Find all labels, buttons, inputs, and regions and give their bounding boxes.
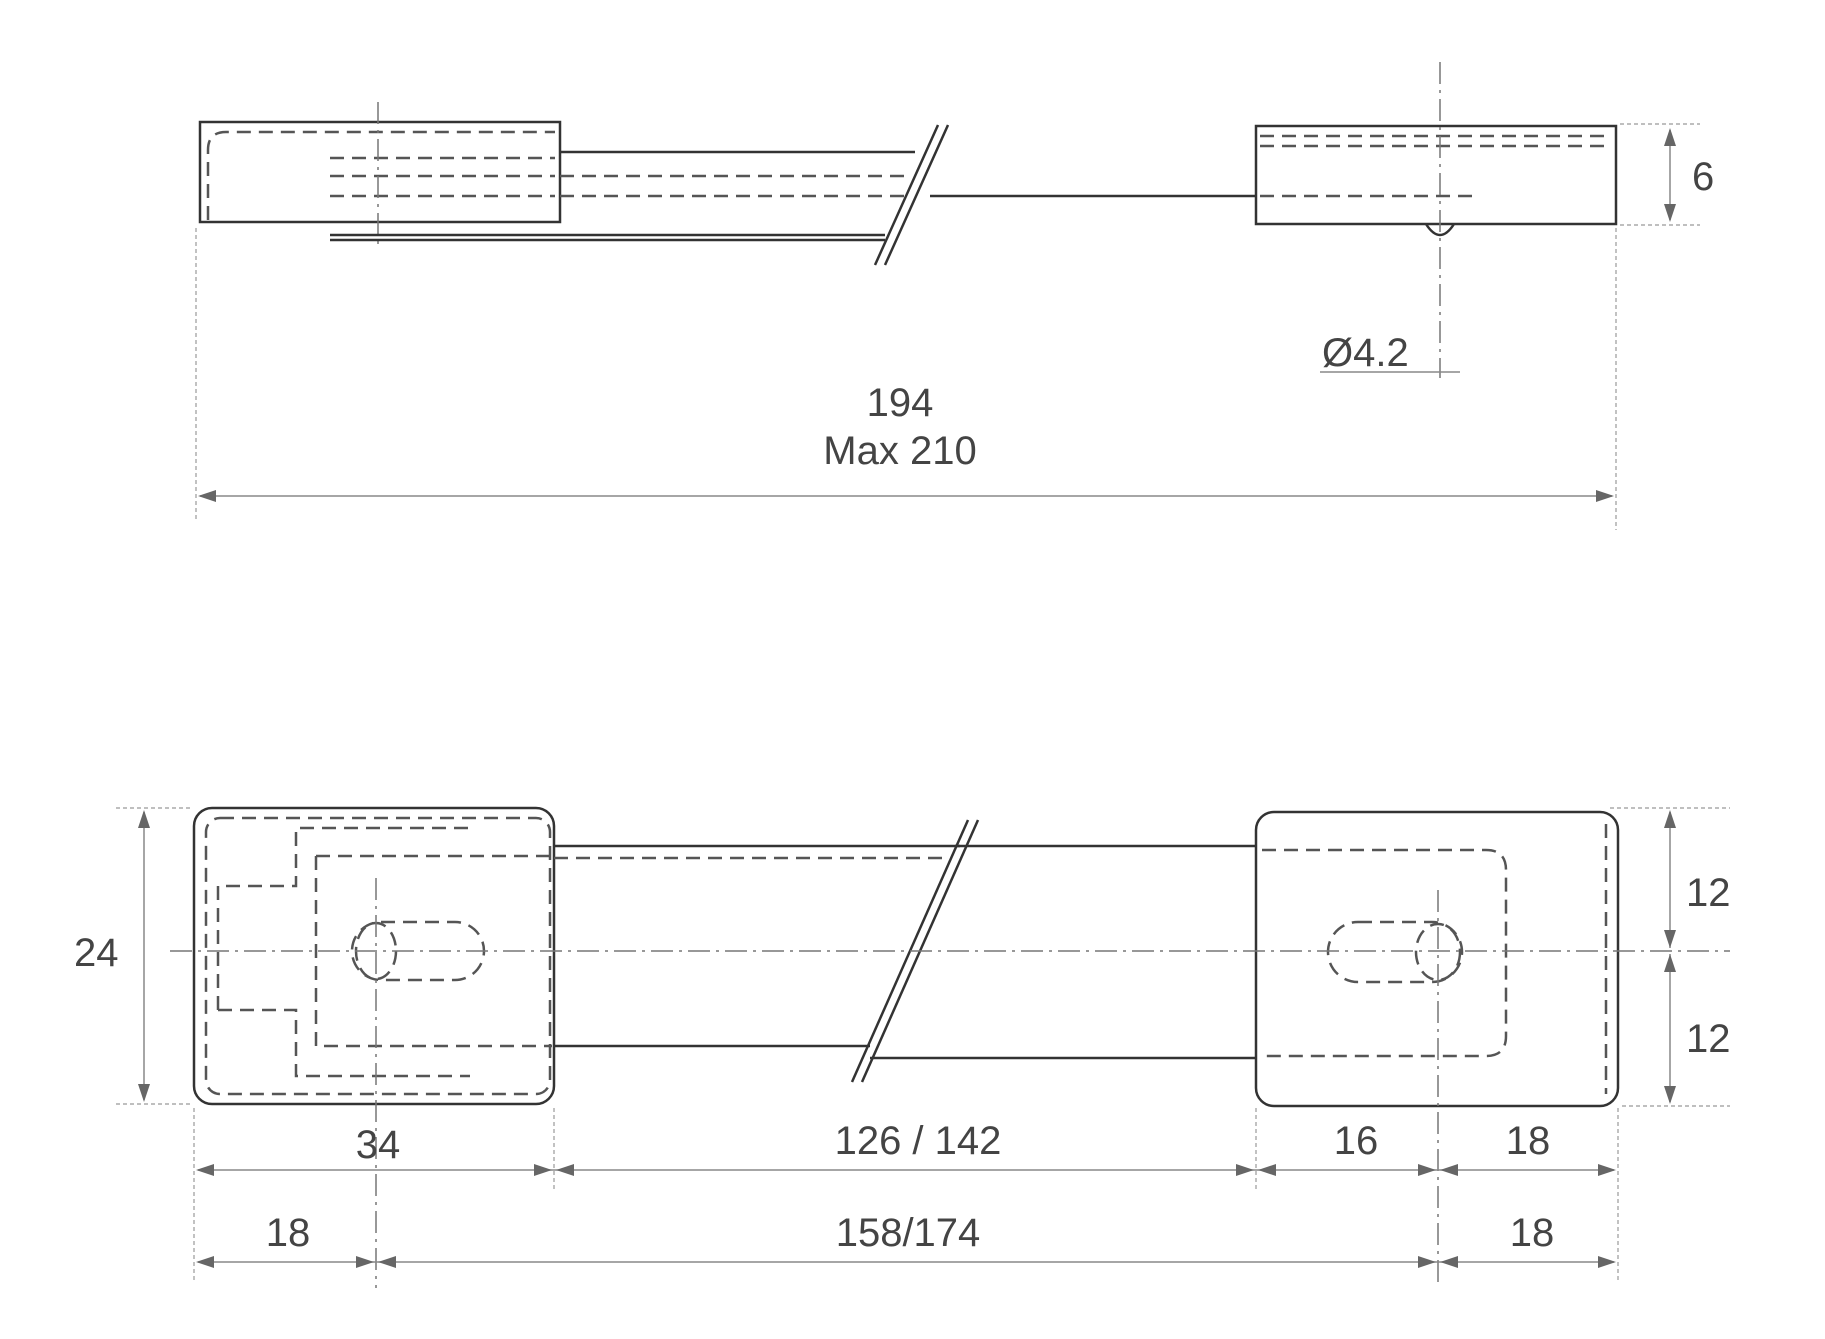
bottom-right-hole bbox=[1414, 922, 1462, 982]
top-overall-arrow-right bbox=[1596, 490, 1614, 502]
bottom-width-arrow-up bbox=[138, 810, 150, 828]
dim-row2-arrow bbox=[1418, 1256, 1436, 1268]
dim-row1-arrow bbox=[1440, 1164, 1458, 1176]
hole-diameter-label: Ø4.2 bbox=[1322, 331, 1409, 375]
dim-row1-arrow bbox=[556, 1164, 574, 1176]
bottom-left-hidden-step bbox=[218, 1008, 470, 1078]
bottom-right-slot bbox=[1326, 920, 1464, 984]
bottom-width-label: 24 bbox=[74, 931, 119, 975]
bottom-right-inner-contour bbox=[1262, 848, 1508, 1058]
top-left-hidden-contour bbox=[206, 130, 555, 220]
right-outer-dim: 18 bbox=[1506, 1119, 1551, 1163]
right-offset-dim: 18 bbox=[1510, 1211, 1555, 1255]
bottom-view: 24 12 12 34 126 / 142 16 18 bbox=[74, 806, 1731, 1288]
top-view: 6 Ø4.2 194 Max 210 bbox=[195, 62, 1714, 530]
bottom-half-arrow bbox=[1664, 810, 1676, 828]
dim-row2-arrow bbox=[1598, 1256, 1616, 1268]
top-overall-max: Max 210 bbox=[823, 429, 976, 473]
bottom-left-inner-contour bbox=[314, 854, 552, 1048]
dim-row2-arrow bbox=[196, 1256, 214, 1268]
bottom-width-arrow-down bbox=[138, 1084, 150, 1102]
left-block-dim: 34 bbox=[356, 1123, 401, 1167]
dim-row2-arrow bbox=[356, 1256, 374, 1268]
dim-row1-arrow bbox=[1258, 1164, 1276, 1176]
top-break-mark bbox=[883, 124, 950, 266]
dim-row1-arrow bbox=[1418, 1164, 1436, 1176]
top-height-label: 6 bbox=[1692, 155, 1714, 199]
top-height-arrow-down bbox=[1664, 204, 1676, 222]
top-height-arrow-up bbox=[1664, 128, 1676, 146]
bottom-left-hidden-step bbox=[216, 826, 470, 1010]
bottom-half-arrow bbox=[1664, 954, 1676, 972]
dim-row2-arrow bbox=[1440, 1256, 1458, 1268]
middle-span-dim: 126 / 142 bbox=[835, 1119, 1002, 1163]
bottom-right-block bbox=[1254, 810, 1620, 1108]
bottom-half-arrow bbox=[1664, 930, 1676, 948]
bottom-half-lower-label: 12 bbox=[1686, 1017, 1731, 1061]
top-overall-length: 194 bbox=[867, 381, 934, 425]
bottom-left-block bbox=[192, 806, 556, 1106]
dim-row1-arrow bbox=[1236, 1164, 1254, 1176]
dim-row1-arrow bbox=[534, 1164, 552, 1176]
left-offset-dim: 18 bbox=[266, 1211, 311, 1255]
dim-row2-arrow bbox=[378, 1256, 396, 1268]
top-right-block bbox=[1254, 124, 1618, 226]
dim-row1-arrow bbox=[1598, 1164, 1616, 1176]
top-break-mark bbox=[873, 124, 940, 266]
right-inner-dim: 16 bbox=[1334, 1119, 1379, 1163]
top-right-hole-arc bbox=[1424, 223, 1456, 237]
bottom-half-upper-label: 12 bbox=[1686, 871, 1731, 915]
bottom-left-hidden-outline bbox=[204, 816, 552, 1096]
dim-row1-arrow bbox=[196, 1164, 214, 1176]
bottom-half-arrow bbox=[1664, 1086, 1676, 1104]
top-left-block bbox=[198, 120, 562, 224]
center-span-dim: 158/174 bbox=[836, 1211, 981, 1255]
top-overall-arrow-left bbox=[198, 490, 216, 502]
